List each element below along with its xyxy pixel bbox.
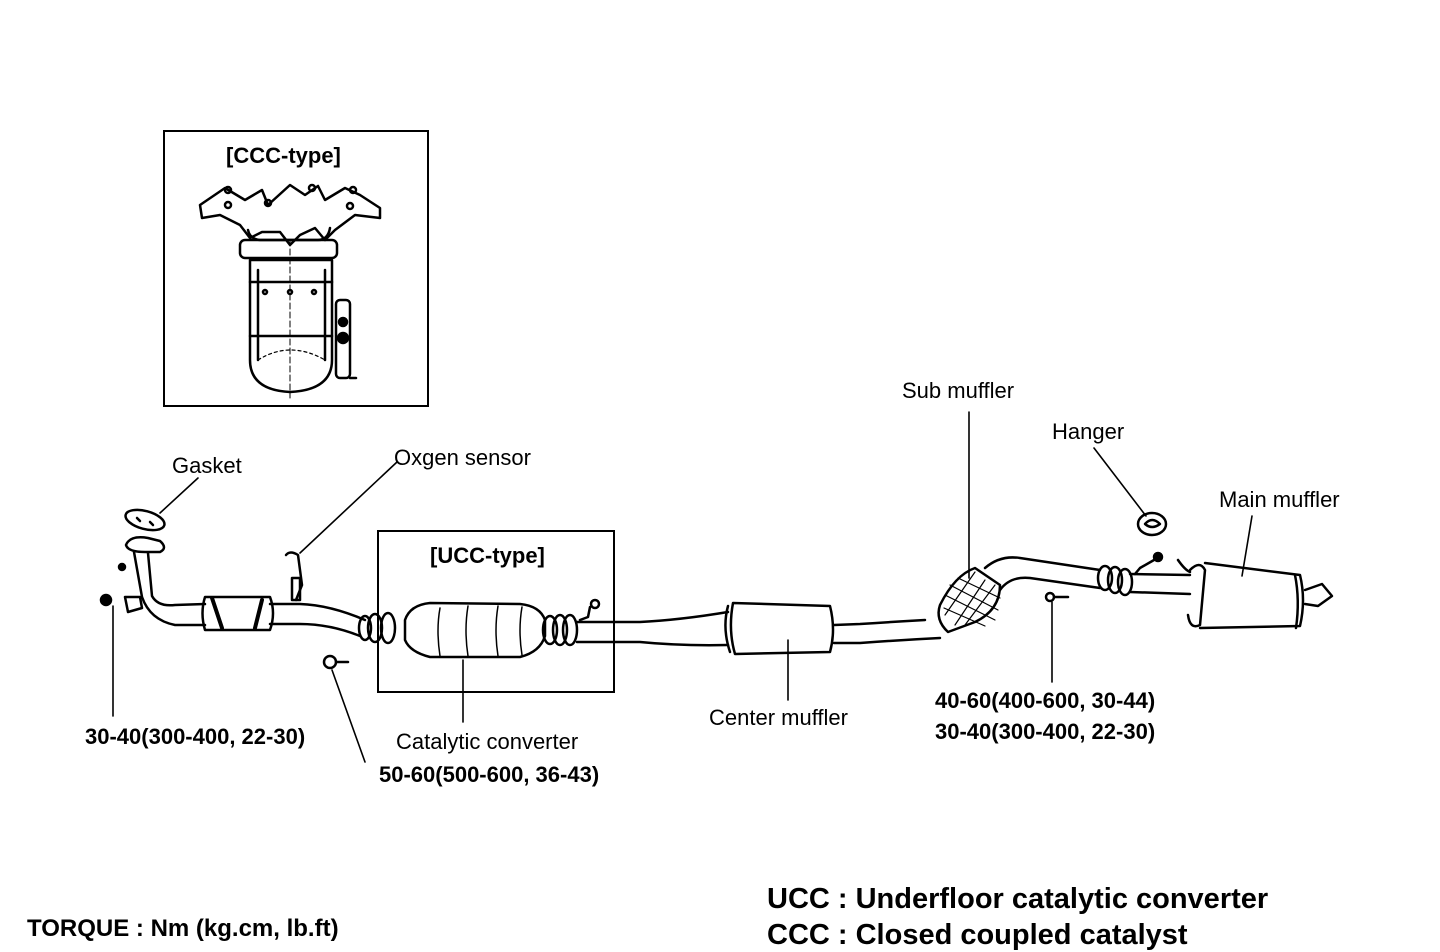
front-flange (322, 611, 397, 670)
gasket-label: Gasket (172, 453, 242, 478)
center-muffler (575, 601, 942, 656)
catalytic-converter-label: Catalytic converter (396, 729, 579, 754)
ucc-definition: UCC : Underfloor catalytic converter (767, 883, 1269, 915)
ucc-catalytic-converter (403, 598, 601, 659)
torque-units-note: TORQUE : Nm (kg.cm, lb.ft) (27, 915, 339, 942)
main-muffler (1044, 511, 1334, 630)
ccc-type-inset (163, 130, 429, 407)
ccc-type-title: [CCC-type] (226, 143, 341, 168)
hanger-label: Hanger (1052, 419, 1125, 444)
leader-lines (112, 411, 1253, 763)
torque-converter-flange: 50-60(500-600, 36-43) (379, 762, 600, 787)
ucc-type-inset (377, 530, 615, 693)
torque-rear-joint-2: 30-40(300-400, 22-30) (935, 719, 1156, 744)
ccc-definition: CCC : Closed coupled catalyst (767, 919, 1188, 951)
front-pipe (99, 508, 367, 638)
hanger-ring (1136, 511, 1168, 537)
main-muffler-label: Main muffler (1219, 487, 1340, 512)
torque-front-pipe: 30-40(300-400, 22-30) (85, 724, 306, 749)
ucc-type-title: [UCC-type] (430, 543, 545, 568)
oxygen-sensor-label: Oxgen sensor (394, 445, 531, 470)
sub-muffler (937, 556, 1102, 634)
center-muffler-label: Center muffler (709, 705, 848, 730)
ccc-exhaust-manifold (198, 183, 382, 399)
sub-muffler-label: Sub muffler (902, 378, 1015, 403)
torque-rear-joint-1: 40-60(400-600, 30-44) (935, 688, 1156, 713)
